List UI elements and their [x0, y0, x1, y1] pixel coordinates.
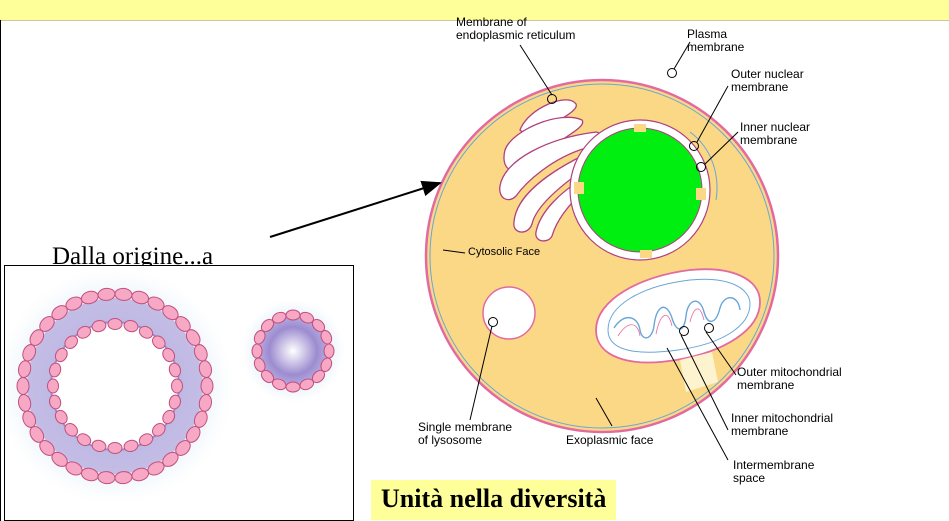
lipid-head [172, 379, 183, 393]
lipid-head [17, 378, 29, 395]
origin-arrow [270, 183, 440, 237]
label-cytosolic-face: Cytosolic Face [468, 246, 540, 259]
liposome-illustration [5, 266, 354, 521]
footer-title: Unità nella diversità [371, 480, 616, 520]
lipid-head [108, 319, 122, 330]
lipid-head [286, 382, 300, 392]
lipid-head [252, 344, 262, 358]
liposome-inset [4, 265, 354, 521]
lipid-head [201, 378, 213, 395]
lipid-head [324, 344, 334, 358]
lipid-head [48, 379, 59, 393]
lipid-head [286, 310, 300, 320]
lipid-head [108, 443, 122, 454]
label-exoplasmic-face: Exoplasmic face [566, 434, 653, 447]
